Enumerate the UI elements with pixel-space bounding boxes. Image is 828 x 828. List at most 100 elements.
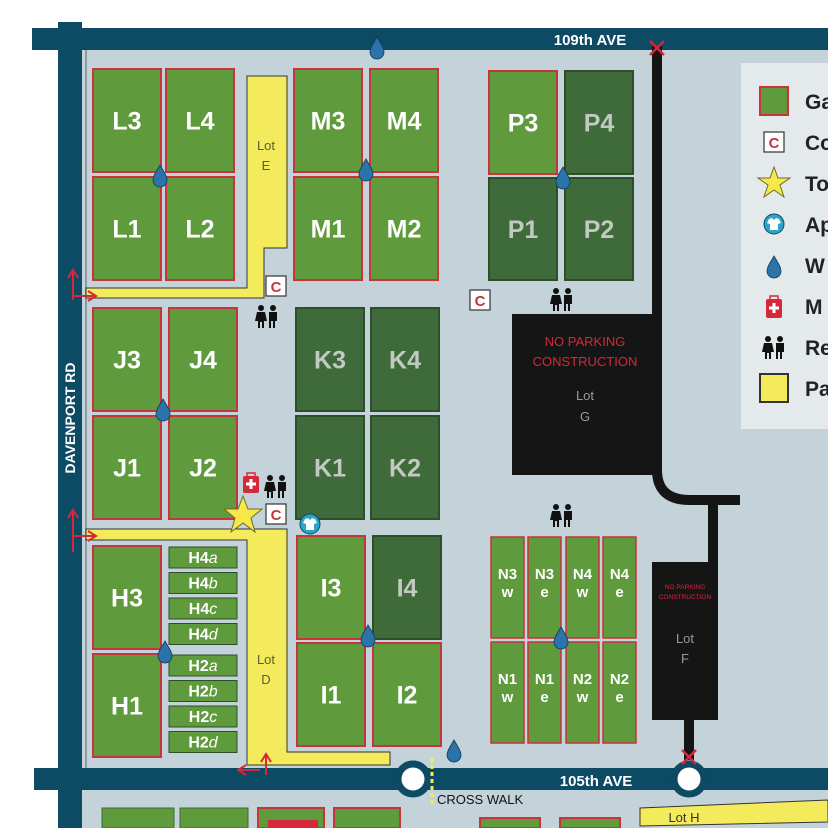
plot-label-i1: I1 xyxy=(321,682,342,710)
plot-label-n4w: N4 xyxy=(573,566,593,583)
garden-plot-m2[interactable] xyxy=(369,176,439,281)
plot-label-m1: M1 xyxy=(311,216,346,244)
plot-label-h2c: H2c xyxy=(189,709,217,726)
garden-plot-j2[interactable] xyxy=(168,415,238,520)
lot-h-label: Lot H xyxy=(668,810,699,825)
roundabout-east xyxy=(670,760,708,798)
plot-label-k3: K3 xyxy=(314,347,346,375)
garden-plot-h4c[interactable] xyxy=(168,597,238,620)
garden-plot-p2[interactable] xyxy=(564,177,634,281)
plot-sublabel-n4w: w xyxy=(576,584,589,601)
plot-label-l1: L1 xyxy=(112,216,141,244)
garden-plot-k1[interactable] xyxy=(295,415,365,520)
plot-label-l2: L2 xyxy=(185,216,214,244)
garden-plot-h2b[interactable] xyxy=(168,680,238,702)
lot-f-warning-2: CONSTRUCTION xyxy=(659,594,712,601)
plot-sublabel-n4e: e xyxy=(615,584,623,601)
garden-plot-n1e[interactable] xyxy=(527,641,562,744)
plot-sublabel-n3w: w xyxy=(501,584,514,601)
plot-label-l4: L4 xyxy=(185,108,214,136)
plot-label-k2: K2 xyxy=(389,455,421,483)
access-road xyxy=(652,46,740,505)
plot-label-m4: M4 xyxy=(387,108,422,136)
plot-label-k4: K4 xyxy=(389,347,421,375)
lot-g-label-1: Lot xyxy=(576,388,594,403)
garden-plot-h4b[interactable] xyxy=(168,572,238,594)
garden-plot-p4[interactable] xyxy=(564,70,634,175)
garden-plot-j3[interactable] xyxy=(92,307,162,412)
garden-plot-m1[interactable] xyxy=(293,176,363,281)
legend-star-icon xyxy=(756,165,792,199)
garden-plot-i4[interactable] xyxy=(372,535,442,640)
lot-g-warning-2: CONSTRUCTION xyxy=(533,354,638,369)
plot-label-j1: J1 xyxy=(113,455,141,483)
compost-icon xyxy=(265,275,287,297)
garden-plot-j1[interactable] xyxy=(92,415,162,520)
plot-label-i2: I2 xyxy=(397,682,418,710)
garden-plot-n3e[interactable] xyxy=(527,536,562,639)
garden-plot-l2[interactable] xyxy=(165,176,235,281)
south-plot xyxy=(559,817,621,828)
garden-plot-n2w[interactable] xyxy=(565,641,600,744)
plot-label-n3w: N3 xyxy=(498,566,517,583)
plot-label-h4c: H4c xyxy=(189,601,217,618)
legend-label: Pa xyxy=(805,378,828,401)
plot-label-h2a: H2a xyxy=(188,658,217,675)
garden-plot-h2a[interactable] xyxy=(168,654,238,677)
garden-plot-h2c[interactable] xyxy=(168,705,238,728)
entry-arrow-north xyxy=(67,268,98,302)
plot-label-h2b: H2b xyxy=(188,684,217,701)
medical-kit-icon xyxy=(243,472,259,493)
garden-plot-m4[interactable] xyxy=(369,68,439,173)
garden-plot-k2[interactable] xyxy=(370,415,440,520)
south-plot xyxy=(101,807,175,828)
garden-plot-p1[interactable] xyxy=(488,177,558,281)
plot-label-n3e: N3 xyxy=(535,566,554,583)
garden-plot-i1[interactable] xyxy=(296,642,366,747)
garden-plot-j4[interactable] xyxy=(168,307,238,412)
garden-plot-n2e[interactable] xyxy=(602,641,637,744)
garden-plot-h2d[interactable] xyxy=(168,731,238,753)
lot-f-warning-1: NO PARKING xyxy=(665,584,705,591)
garden-plot-i2[interactable] xyxy=(372,642,442,747)
closed-entry-north xyxy=(649,40,665,56)
plot-label-p4: P4 xyxy=(584,110,615,138)
legend-compost-icon: C xyxy=(763,131,785,153)
garden-plot-h3[interactable] xyxy=(92,545,162,650)
plot-label-n2w: N2 xyxy=(573,671,592,688)
legend-label: W xyxy=(805,255,825,278)
plot-label-h1: H1 xyxy=(111,693,143,721)
legend-label: Re xyxy=(805,337,828,360)
garden-plot-l3[interactable] xyxy=(92,68,162,173)
legend-label: To xyxy=(805,173,828,196)
garden-plot-k4[interactable] xyxy=(370,307,440,412)
garden-plot-h1[interactable] xyxy=(92,653,162,758)
plot-label-m3: M3 xyxy=(311,108,346,136)
garden-plot-n4w[interactable] xyxy=(565,536,600,639)
garden-plot-i3[interactable] xyxy=(296,535,366,640)
legend-label: Ga xyxy=(805,91,828,114)
garden-plot-h4d[interactable] xyxy=(168,623,238,645)
garden-plot-h4a[interactable] xyxy=(168,546,238,569)
road-label-105th: 105th AVE xyxy=(560,773,633,790)
compost-icon xyxy=(469,289,491,311)
garden-plot-n3w[interactable] xyxy=(490,536,525,639)
south-plot xyxy=(179,807,249,828)
plot-label-h4d: H4d xyxy=(188,627,218,644)
entry-arrow-south xyxy=(236,752,272,776)
plot-label-j3: J3 xyxy=(113,347,141,375)
garden-plot-k3[interactable] xyxy=(295,307,365,412)
garden-plot-n1w[interactable] xyxy=(490,641,525,744)
compost-icon xyxy=(265,503,287,525)
lot-g-label-2: G xyxy=(580,409,590,424)
legend-label: Ap xyxy=(805,214,828,237)
plot-label-i4: I4 xyxy=(397,575,418,603)
garden-plot-p3[interactable] xyxy=(488,70,558,175)
garden-plot-n4e[interactable] xyxy=(602,536,637,639)
plot-label-h3: H3 xyxy=(111,585,143,613)
garden-plot-m3[interactable] xyxy=(293,68,363,173)
lot-d-label-1: Lot xyxy=(257,652,275,667)
garden-plot-l1[interactable] xyxy=(92,176,162,281)
garden-plot-l4[interactable] xyxy=(165,68,235,173)
